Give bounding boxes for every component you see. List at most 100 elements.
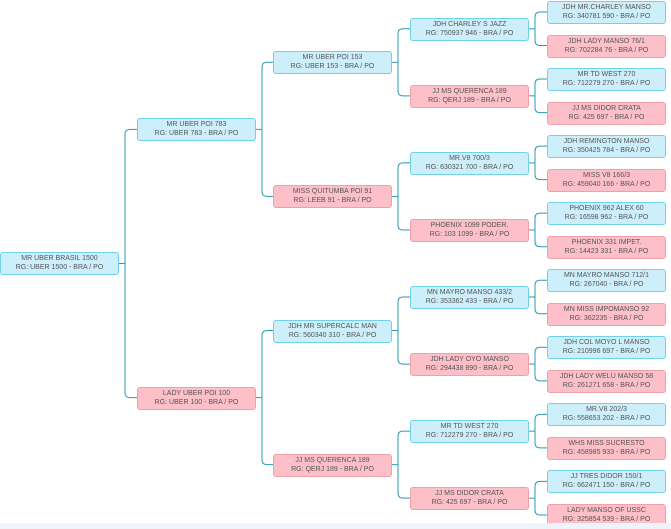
animal-name: JDH LADY WELU MANSO 58: [559, 372, 654, 380]
dam-node-gen4[interactable]: JJ MS DIDOR CRATA RG: 425 697 - BRA / PO: [547, 102, 666, 125]
connector-branch: [397, 162, 410, 197]
animal-registration: RG: 325854 539 - BRA / PO: [562, 516, 651, 523]
animal-name: MR UBER POI 153: [302, 53, 363, 61]
animal-name: MR.V8 202/3: [586, 405, 627, 413]
animal-registration: RG: 712279 270 - BRA / PO: [425, 432, 514, 439]
connector-branch: [534, 498, 547, 516]
animal-name: MN MAYRO MANSO 433/2: [426, 288, 513, 296]
connector-branch: [534, 95, 547, 114]
connector-branch: [534, 279, 547, 298]
connector-branch: [534, 229, 547, 248]
animal-registration: RG: 14423 331 - BRA / PO: [564, 248, 649, 255]
animal-registration: RG: 350425 784 - BRA / PO: [562, 147, 651, 154]
animal-registration: RG: 662471 150 - BRA / PO: [562, 482, 651, 489]
animal-registration: RG: 294438 890 - BRA / PO: [425, 365, 514, 372]
animal-name: JDH LADY MANSO 76/1: [568, 37, 645, 45]
animal-name: JDH COL MOYO L MANSO: [563, 338, 650, 346]
dam-node-gen4[interactable]: MN MISS IMPOMANSO 92 RG: 362235 - BRA / P…: [547, 303, 666, 326]
animal-name: LADY MANSO OF USSC: [567, 506, 646, 514]
animal-name: JDH CHARLEY S JAZZ: [432, 20, 507, 28]
animal-registration: RG: 750937 946 - BRA / PO: [425, 30, 514, 37]
sire-node-gen4[interactable]: JDH REMINGTON MANSO RG: 350425 784 - BRA …: [547, 135, 666, 158]
animal-registration: RG: 425 697 - BRA / PO: [568, 114, 645, 121]
animal-name: JJ MS DIDOR CRATA: [572, 104, 641, 112]
animal-registration: RG: QERJ 189 - BRA / PO: [291, 466, 374, 473]
connector-branch: [534, 28, 547, 47]
animal-registration: RG: 103 1099 - BRA / PO: [429, 231, 510, 238]
connector-branch: [397, 296, 410, 331]
bottom-scroll-area: [0, 523, 671, 529]
animal-registration: RG: 560340 310 - BRA / PO: [288, 332, 377, 339]
animal-name: JJ TRES DIDOR 150/1: [570, 472, 643, 480]
animal-registration: RG: 210996 697 - BRA / PO: [562, 348, 651, 355]
connector-branch: [397, 196, 410, 231]
connector-branch: [534, 297, 547, 315]
animal-registration: RG: 362235 - BRA / PO: [569, 315, 644, 322]
connector-branch: [534, 431, 547, 449]
dam-node-gen3[interactable]: PHOENIX 1099 PODER. RG: 103 1099 - BRA / …: [410, 219, 529, 242]
connector-branch: [534, 346, 547, 365]
animal-registration: RG: UBER 783 - BRA / PO: [154, 130, 239, 137]
animal-name: MR TD WEST 270: [440, 422, 499, 430]
animal-registration: RG: UBER 1500 - BRA / PO: [15, 264, 104, 271]
animal-name: JJ MS QUERENCA 189: [432, 87, 507, 95]
sire-node-gen3[interactable]: JDH CHARLEY S JAZZ RG: 750937 946 - BRA /…: [410, 18, 529, 41]
animal-name: PHOENIX 1099 PODER.: [430, 221, 509, 229]
animal-name: PHOENIX 962 ALEX 60: [569, 204, 644, 212]
connector-branch: [534, 480, 547, 499]
animal-registration: RG: 630321 700 - BRA / PO: [425, 164, 514, 171]
animal-name: WHS MISS SUCRESTO: [568, 439, 645, 447]
animal-name: MN MAYRO MANSO 712/1: [563, 271, 650, 279]
connector-branch: [397, 28, 410, 63]
connector-branch: [261, 397, 273, 466]
animal-name: JDH MR SUPERCALC MAN: [288, 322, 377, 330]
sire-node-gen4[interactable]: JDH COL MOYO L MANSO RG: 210996 697 - BRA…: [547, 336, 666, 359]
animal-name: LADY UBER POI 100: [162, 389, 231, 397]
animal-registration: RG: QERJ 189 - BRA / PO: [428, 97, 511, 104]
animal-registration: RG: 425 697 - BRA / PO: [431, 499, 508, 506]
animal-name: MR UBER BRASIL 1500: [21, 254, 98, 262]
connector-branch: [397, 62, 410, 97]
connector-branch: [124, 263, 137, 399]
connector-branch: [397, 330, 410, 365]
connector-branch: [397, 464, 410, 499]
animal-registration: RG: 267040 - BRA / PO: [569, 281, 644, 288]
animal-name: MN MISS IMPOMANSO 92: [563, 305, 650, 313]
animal-name: MR.V8 700/3: [449, 154, 490, 162]
animal-registration: RG: 459040 166 - BRA / PO: [562, 181, 651, 188]
animal-name: JDH REMINGTON MANSO: [563, 137, 650, 145]
dam-node-gen3[interactable]: JJ MS DIDOR CRATA RG: 425 697 - BRA / PO: [410, 487, 529, 510]
animal-registration: RG: UBER 100 - BRA / PO: [154, 399, 239, 406]
animal-name: JJ MS DIDOR CRATA: [435, 489, 504, 497]
sire-node-gen2[interactable]: JDH MR SUPERCALC MAN RG: 560340 310 - BRA…: [273, 320, 392, 343]
animal-registration: RG: 353362 433 - BRA / PO: [425, 298, 514, 305]
dam-node-gen4[interactable]: PHOENIX 331 IMPET.RG: 14423 331 - BRA / …: [547, 236, 666, 259]
connector-branch: [261, 61, 273, 130]
connector-branch: [534, 162, 547, 181]
connector-branch: [534, 11, 547, 29]
animal-registration: RG: 558653 202 - BRA / PO: [562, 415, 651, 422]
